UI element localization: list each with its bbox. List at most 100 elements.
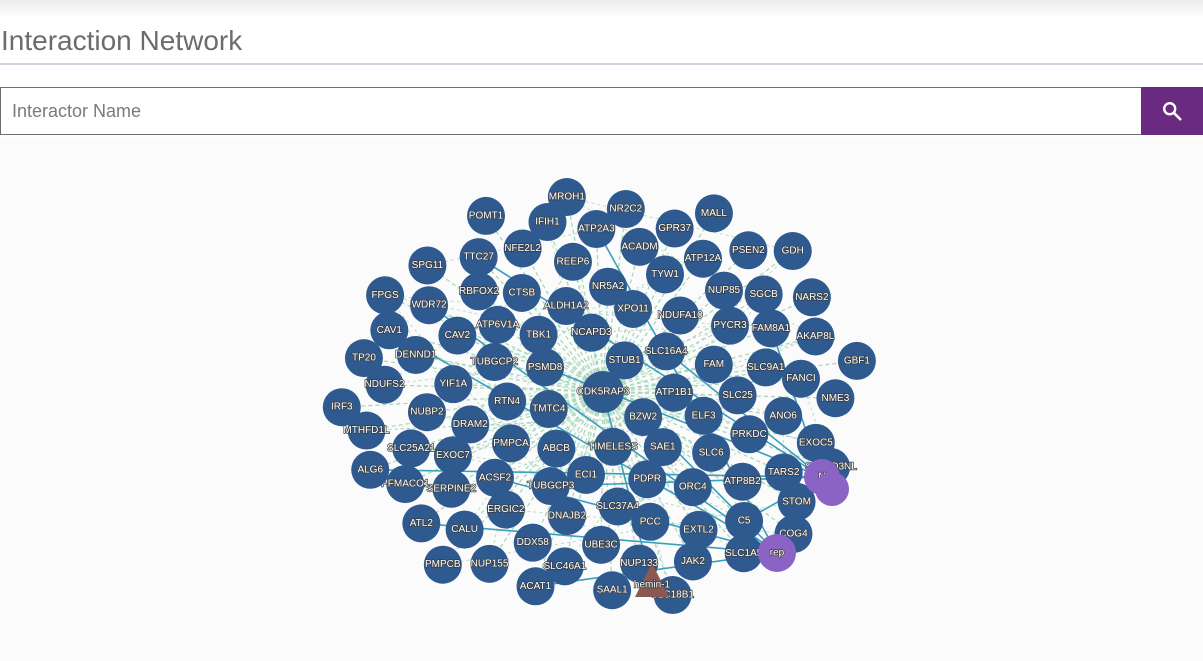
node-c5[interactable]: C5 — [725, 501, 764, 540]
node-bzw2[interactable]: BZW2 — [624, 398, 663, 437]
node-slc16a4[interactable]: SLC16A4 — [644, 332, 689, 371]
node-mthfd1l[interactable]: MTHFD1L — [343, 411, 391, 450]
node-slc25a21[interactable]: SLC25A21 — [386, 429, 437, 468]
node-acat1[interactable]: ACAT1 — [516, 567, 555, 606]
node-psen2[interactable]: PSEN2 — [729, 231, 768, 270]
node-tbk1[interactable]: TBK1 — [519, 315, 558, 354]
node-dennd1[interactable]: DENND1 — [395, 335, 438, 374]
node-cav1[interactable]: CAV1 — [370, 311, 409, 350]
node-cdk5rap3[interactable]: CDK5RAP3 — [576, 371, 631, 413]
node-fanci[interactable]: FANCI — [781, 359, 820, 398]
node-tmtc4[interactable]: TMTC4 — [529, 390, 568, 429]
node-irf3[interactable]: IRF3 — [322, 388, 361, 427]
node-pcc[interactable]: PCC — [631, 502, 670, 541]
node-ube3c[interactable]: UBE3C — [582, 525, 621, 564]
node-ctsb[interactable]: CTSB — [502, 273, 541, 312]
node-slc37a4[interactable]: SLC37A4 — [596, 487, 640, 526]
node-ncapd3[interactable]: NCAPD3 — [570, 313, 613, 352]
node-nup85[interactable]: NUP85 — [704, 271, 743, 310]
node-slc6[interactable]: SLC6 — [692, 433, 731, 472]
node-pfmaco1[interactable]: PFMACO1 — [380, 465, 431, 504]
interactor-search-input[interactable] — [0, 87, 1141, 135]
node-gdh[interactable]: GDH — [773, 232, 812, 271]
node-sae1[interactable]: SAE1 — [643, 428, 682, 467]
node-extl2[interactable]: EXTL2 — [679, 510, 718, 549]
node-jak2[interactable]: JAK2 — [673, 542, 712, 581]
node-ergic2[interactable]: ERGIC2 — [487, 490, 526, 529]
node-rtn4[interactable]: RTN4 — [488, 382, 527, 421]
node-pdpr[interactable]: PDPR — [628, 460, 667, 499]
node-rep[interactable]: rep — [758, 534, 796, 572]
node-saal1[interactable]: SAAL1 — [593, 571, 632, 610]
node-calu[interactable]: CALU — [445, 510, 484, 549]
node-fam[interactable]: FAM — [694, 345, 733, 384]
node-exoc7[interactable]: EXOC7 — [433, 436, 472, 475]
node-acadm[interactable]: ACADM — [620, 227, 659, 266]
node-nfe2l2[interactable]: NFE2L2 — [504, 229, 542, 268]
node-nme3[interactable]: NME3 — [816, 379, 855, 418]
node-aldh1a2[interactable]: ALDH1A2 — [543, 287, 590, 326]
node-timeless[interactable]: TIMELESS — [588, 427, 639, 466]
node-prkdc[interactable]: PRKDC — [730, 415, 769, 454]
node-slc9a1[interactable]: SLC9A1 — [746, 348, 786, 387]
node-pycr3[interactable]: PYCR3 — [711, 306, 750, 345]
node-atp2a3[interactable]: ATP2A3 — [577, 210, 616, 249]
node-wdr72[interactable]: WDR72 — [410, 286, 449, 325]
node-mroh1[interactable]: MROH1 — [547, 178, 586, 217]
node-pmpca[interactable]: PMPCA — [492, 424, 531, 463]
node-slc1a5[interactable]: SLC1A5 — [724, 534, 763, 573]
node-eci1[interactable]: ECI1 — [567, 455, 606, 494]
node-orc4[interactable]: ORC4 — [673, 468, 712, 507]
node-slc25[interactable]: SLC25 — [718, 376, 757, 415]
node-fam8a1[interactable]: FAM8A1 — [751, 309, 791, 348]
node-atp6v1a[interactable]: ATP6V1A — [475, 305, 520, 344]
node-pomt1[interactable]: POMT1 — [467, 196, 506, 235]
node-nup155[interactable]: NUP155 — [470, 544, 510, 583]
node-serpine2[interactable]: SERPINE2 — [426, 469, 477, 508]
node-cav2[interactable]: CAV2 — [438, 316, 477, 355]
node-dnajb2[interactable]: DNAJB2 — [547, 497, 587, 536]
node-ndufs2[interactable]: NDUFS2 — [364, 365, 406, 404]
node-tp20[interactable]: TP20 — [344, 339, 383, 378]
node-nars2[interactable]: NARS2 — [792, 278, 831, 317]
node-dram2[interactable]: DRAM2 — [451, 405, 490, 444]
node-slc46a1[interactable]: SLC46A1 — [543, 547, 587, 586]
node-ttc27[interactable]: TTC27 — [459, 238, 498, 277]
node-ddx58[interactable]: DDX58 — [513, 523, 552, 562]
node-stub1[interactable]: STUB1 — [605, 341, 644, 380]
node-nubp2[interactable]: NUBP2 — [407, 393, 446, 432]
node-xpo11[interactable]: XPO11 — [614, 289, 653, 328]
node-atp8b2[interactable]: ATP8B2 — [723, 462, 762, 501]
node-nr5a2[interactable]: NR5A2 — [589, 267, 628, 306]
node-pmpcb[interactable]: PMPCB — [423, 545, 462, 584]
node-sgcb[interactable]: SGCB — [744, 275, 783, 314]
node-rbfox2[interactable]: RBFOX2 — [458, 272, 500, 311]
node-hemin-1[interactable]: hemin-1 — [633, 563, 671, 597]
node-stom[interactable]: STOM — [777, 482, 816, 521]
node-nr2c2[interactable]: NR2C2 — [606, 190, 645, 229]
node-ndufa10[interactable]: NDUFA10 — [657, 296, 704, 335]
node-tubgcp2[interactable]: TUBGCP2 — [470, 343, 519, 382]
node-elf3[interactable]: ELF3 — [684, 396, 723, 435]
search-button[interactable] — [1141, 87, 1203, 135]
node-tars2[interactable]: TARS2 — [764, 453, 803, 492]
node-atl2[interactable]: ATL2 — [402, 504, 441, 543]
node-atp1b1[interactable]: ATP1B1 — [655, 373, 693, 412]
node-fpgs[interactable]: FPGS — [366, 276, 405, 315]
node-alg6[interactable]: ALG6 — [351, 450, 390, 489]
node-atp12a[interactable]: ATP12A — [683, 239, 722, 278]
node-spg11[interactable]: SPG11 — [408, 246, 447, 285]
node-acsf2[interactable]: ACSF2 — [475, 458, 514, 497]
node-abcb[interactable]: ABCB — [537, 429, 576, 468]
node-reep6[interactable]: REEP6 — [553, 242, 592, 281]
node-akap8l[interactable]: AKAP8L — [796, 317, 835, 356]
node-yif1a[interactable]: YIF1A — [434, 365, 473, 404]
node-tyw1[interactable]: TYW1 — [646, 255, 685, 294]
node-mall[interactable]: MALL — [694, 194, 733, 233]
node-gpr37[interactable]: GPR37 — [655, 209, 694, 248]
node-ano6[interactable]: ANO6 — [764, 396, 803, 435]
node-psmd8[interactable]: PSMD8 — [526, 348, 565, 387]
node-gbf1[interactable]: GBF1 — [837, 341, 876, 380]
